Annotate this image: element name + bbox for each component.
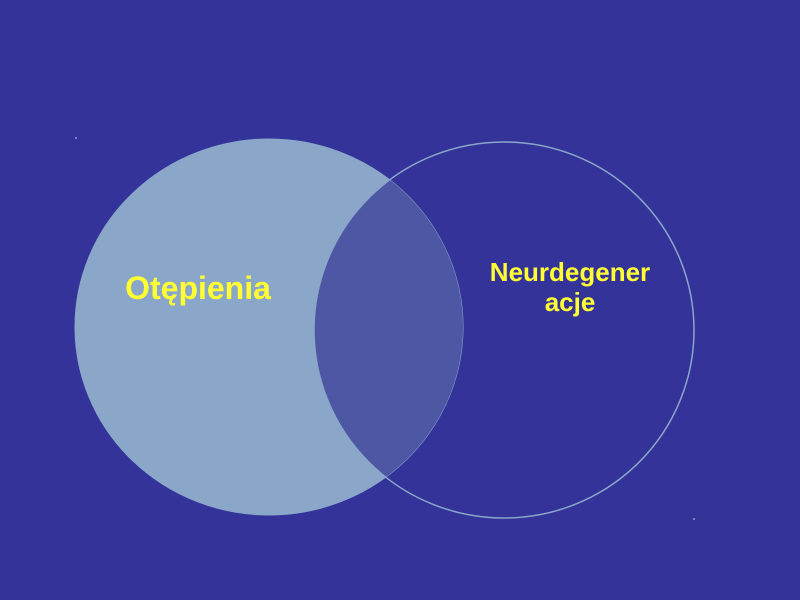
venn-intersection — [314, 142, 463, 515]
venn-label-right: Neurdegener acje — [470, 257, 670, 318]
venn-label-right-line1: Neurdegener — [489, 257, 651, 287]
venn-circle-right — [313, 141, 695, 519]
venn-label-left: Otępienia — [125, 270, 271, 306]
decorative-dot — [75, 137, 77, 139]
venn-label-right-line2: acje — [544, 286, 596, 317]
decorative-dot — [693, 518, 695, 520]
